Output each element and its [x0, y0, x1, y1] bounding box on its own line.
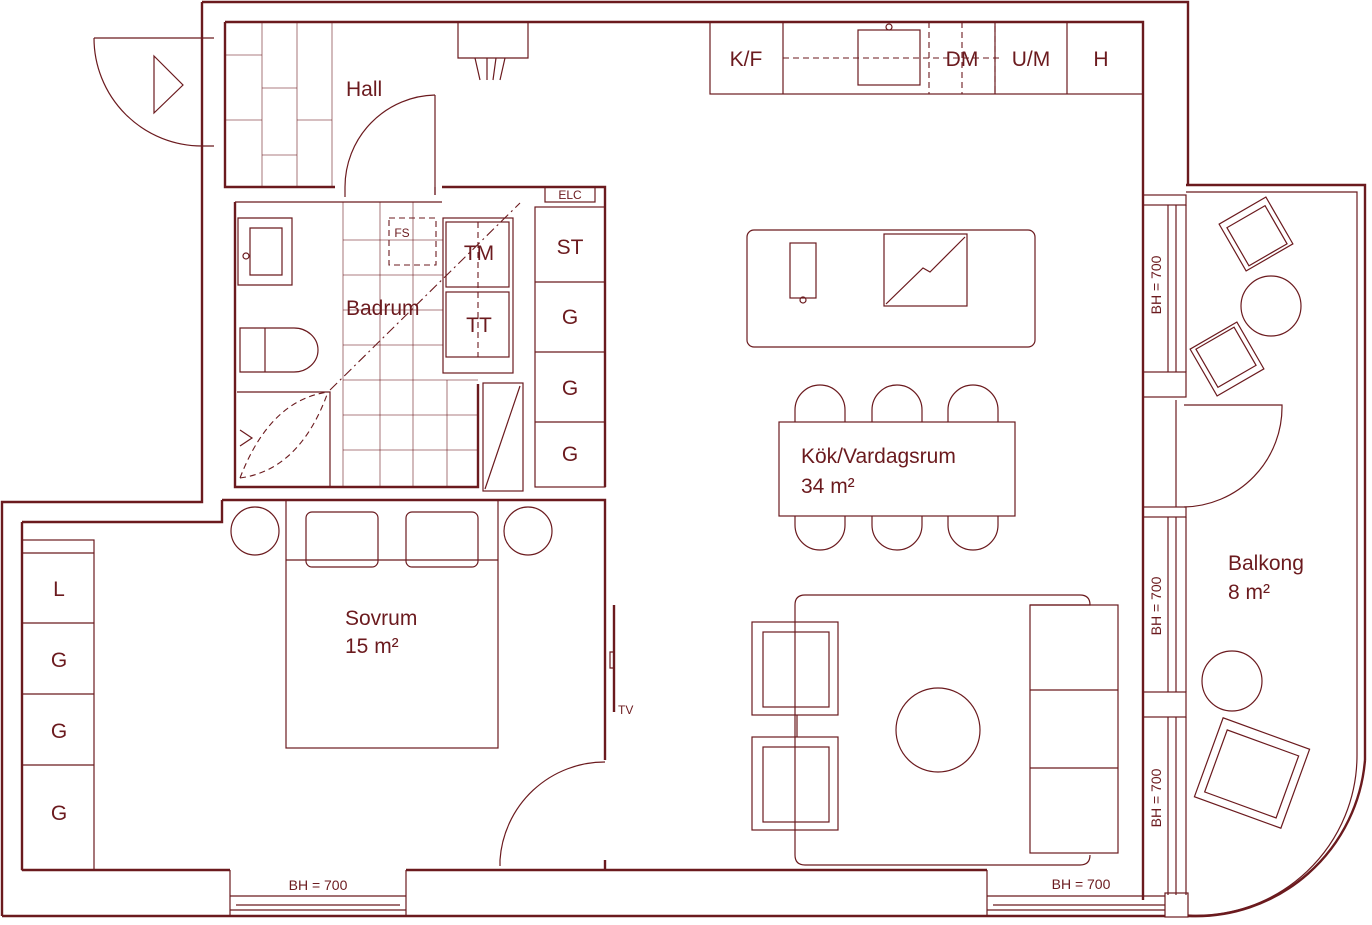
label-g-5: G: [51, 720, 67, 743]
kitchen-island: [746, 229, 1036, 348]
window-right-mid: [1142, 517, 1187, 718]
label-badrum: Badrum: [346, 297, 420, 320]
label-tv: TV: [618, 703, 633, 717]
label-g-2: G: [562, 377, 578, 400]
window-bottom-left: [229, 870, 407, 916]
label-tt: TT: [466, 314, 492, 337]
storage-column-right: [534, 206, 606, 488]
label-bh-right-top: BH = 700: [1148, 255, 1164, 314]
label-balkong-name: Balkong: [1228, 552, 1304, 575]
balcony: [1186, 191, 1367, 918]
label-st: ST: [557, 236, 584, 259]
label-bh-bottom-right: BH = 700: [1052, 876, 1111, 892]
label-elc: ELC: [558, 188, 582, 202]
label-g-4: G: [51, 649, 67, 672]
vent-icon: [457, 22, 529, 81]
label-kok-name: Kök/Vardagsrum: [801, 445, 956, 468]
balcony-door: [1142, 400, 1283, 518]
window-right-bottom: [1164, 717, 1189, 918]
dining-table: [778, 384, 1016, 551]
label-dm: DM: [946, 48, 979, 71]
kitchen-counter: [709, 21, 1144, 95]
label-um: U/M: [1012, 48, 1051, 71]
label-l: L: [53, 578, 65, 601]
label-bh-bottom-left: BH = 700: [289, 877, 348, 893]
label-h: H: [1093, 48, 1108, 71]
label-bh-right-mid: BH = 700: [1148, 576, 1164, 635]
living-area: [751, 594, 1119, 866]
label-kf: K/F: [730, 48, 763, 71]
hall-door: [344, 94, 436, 197]
label-g-3: G: [562, 443, 578, 466]
label-g-6: G: [51, 802, 67, 825]
label-kok-area: 34 m²: [801, 475, 855, 498]
label-tm: TM: [464, 242, 494, 265]
label-sovrum-area: 15 m²: [345, 635, 399, 658]
label-fs: FS: [394, 226, 409, 240]
bathroom: [233, 185, 607, 492]
label-g-1: G: [562, 306, 578, 329]
label-balkong-area: 8 m²: [1228, 581, 1270, 604]
entrance-door: [93, 37, 214, 147]
label-hall: Hall: [346, 78, 382, 101]
hall-tiles: [225, 22, 333, 187]
label-bh-right-bottom: BH = 700: [1148, 768, 1164, 827]
bedroom: [21, 498, 607, 871]
window-bottom-right: [986, 870, 1165, 916]
tv-icon: [609, 605, 616, 712]
window-right-top: [1142, 194, 1187, 398]
label-sovrum-name: Sovrum: [345, 607, 417, 630]
